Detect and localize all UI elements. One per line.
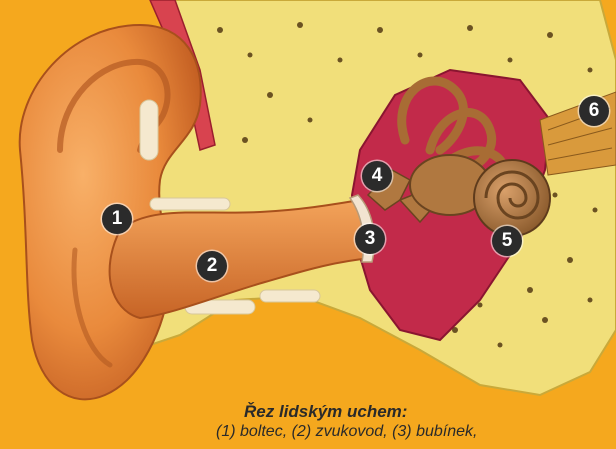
caption-text: (1) boltec, (2) zvukovod, (3) bubínek,: [216, 422, 616, 442]
marker-4: 4: [362, 161, 392, 191]
cochlea: [474, 160, 550, 236]
marker-6: 6: [579, 96, 609, 126]
marker-1: 1: [102, 204, 132, 234]
marker-3: 3: [355, 224, 385, 254]
caption: Řez lidským uchem: (1) boltec, (2) zvuko…: [216, 401, 616, 442]
marker-5: 5: [492, 226, 522, 256]
caption-title: Řez lidským uchem:: [244, 401, 616, 422]
marker-2: 2: [197, 251, 227, 281]
